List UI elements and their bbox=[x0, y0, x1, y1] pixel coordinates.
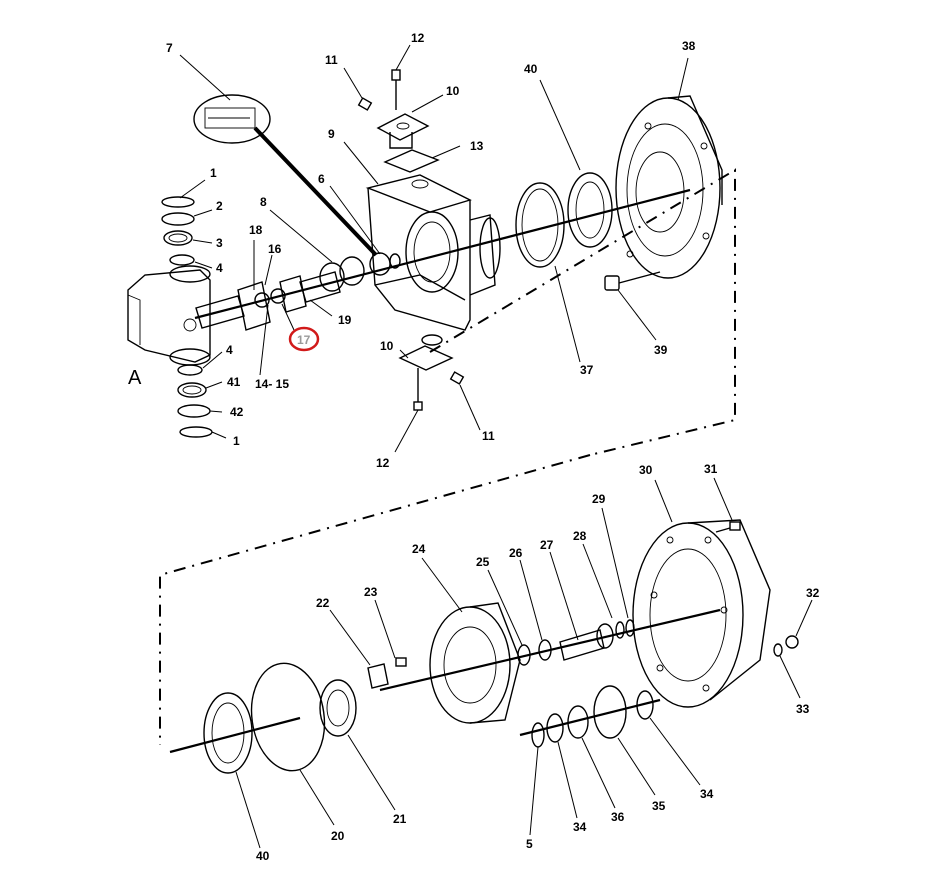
label-42: 42 bbox=[230, 405, 244, 419]
label-11-top: 11 bbox=[325, 53, 338, 67]
label-41: 41 bbox=[227, 375, 241, 389]
highlight-part-17: 17 bbox=[288, 326, 320, 352]
boundary-dash-top bbox=[429, 168, 736, 456]
top-bolt bbox=[391, 69, 401, 110]
boundary-dash-middle bbox=[159, 454, 591, 745]
bottom-grease-nipple bbox=[449, 371, 465, 385]
bearing-race bbox=[515, 182, 565, 268]
label-40-top: 40 bbox=[524, 62, 538, 76]
top-assembly bbox=[127, 44, 736, 745]
label-9: 9 bbox=[328, 127, 335, 141]
label-16: 16 bbox=[268, 242, 282, 256]
label-28: 28 bbox=[573, 529, 587, 543]
label-34-left: 34 bbox=[573, 820, 587, 834]
label-18: 18 bbox=[249, 223, 263, 237]
label-14-15: 14- 15 bbox=[255, 377, 289, 391]
label-12-bottom: 12 bbox=[376, 456, 390, 470]
leader-lines-bottom bbox=[235, 477, 813, 849]
label-3: 3 bbox=[216, 236, 223, 250]
ring-34b bbox=[636, 690, 654, 720]
wheel-stud bbox=[604, 271, 661, 291]
upper-bearing-stack bbox=[161, 196, 195, 266]
main-axis-line bbox=[194, 188, 691, 320]
nut-32 bbox=[785, 635, 799, 649]
lower-bearing bbox=[203, 692, 253, 774]
bottom-assembly bbox=[169, 477, 813, 849]
label-32: 32 bbox=[806, 586, 820, 600]
label-21: 21 bbox=[393, 812, 407, 826]
ring-gear-housing bbox=[632, 519, 771, 708]
label-20: 20 bbox=[331, 829, 345, 843]
label-31: 31 bbox=[704, 462, 718, 476]
lower-axis-line-2 bbox=[379, 608, 721, 692]
lock-plate bbox=[367, 657, 407, 689]
ring-28 bbox=[615, 621, 625, 639]
part-labels: A 7 11 12 10 40 38 9 13 6 1 2 3 4 8 18 1… bbox=[128, 31, 820, 863]
planet-carrier bbox=[429, 602, 521, 724]
label-1-bottom: 1 bbox=[233, 434, 240, 448]
label-38: 38 bbox=[682, 39, 696, 53]
label-36: 36 bbox=[611, 810, 625, 824]
top-grease-nipple bbox=[357, 97, 373, 111]
lower-axis-line-3 bbox=[519, 698, 661, 737]
bottom-bolt bbox=[413, 368, 423, 411]
snap-ring-25 bbox=[517, 644, 531, 666]
label-5: 5 bbox=[526, 837, 533, 851]
label-12-top: 12 bbox=[411, 31, 425, 45]
seal-ring-2 bbox=[389, 253, 401, 269]
label-35: 35 bbox=[652, 799, 666, 813]
o-ring bbox=[250, 662, 326, 772]
label-37: 37 bbox=[580, 363, 594, 377]
ring-34a bbox=[546, 713, 564, 743]
label-22: 22 bbox=[316, 596, 330, 610]
label-4-top: 4 bbox=[216, 261, 223, 275]
needle-bearing-36 bbox=[567, 705, 589, 739]
top-king-pin-cap bbox=[376, 113, 430, 149]
label-26: 26 bbox=[509, 546, 523, 560]
label-34-right: 34 bbox=[700, 787, 714, 801]
label-1-top: 1 bbox=[210, 166, 217, 180]
label-24: 24 bbox=[412, 542, 426, 556]
bottom-king-pin-cap bbox=[398, 334, 454, 371]
detail-callout-7 bbox=[193, 94, 378, 257]
housing-bolt bbox=[715, 521, 741, 533]
washer-33 bbox=[773, 643, 783, 657]
label-39: 39 bbox=[654, 343, 668, 357]
lower-bearing-stack bbox=[177, 364, 213, 438]
wheel-hub bbox=[615, 95, 723, 279]
sun-gear-shaft bbox=[559, 623, 614, 661]
label-19: 19 bbox=[338, 313, 352, 327]
label-6: 6 bbox=[318, 172, 325, 186]
steering-knuckle bbox=[365, 174, 501, 331]
taper-bearing bbox=[567, 172, 613, 248]
washer-26 bbox=[538, 639, 552, 661]
label-4-bottom: 4 bbox=[226, 343, 233, 357]
label-17: 17 bbox=[297, 333, 311, 347]
leader-lines-top bbox=[179, 44, 689, 453]
label-33: 33 bbox=[796, 702, 810, 716]
top-shim bbox=[383, 149, 440, 173]
label-29: 29 bbox=[592, 492, 606, 506]
label-assembly-a: A bbox=[128, 367, 142, 389]
label-10-bottom: 10 bbox=[380, 339, 394, 353]
snap-ring-5 bbox=[531, 722, 545, 748]
lock-nut bbox=[319, 679, 357, 737]
planet-gear-35 bbox=[593, 685, 627, 739]
label-30: 30 bbox=[639, 463, 653, 477]
label-27: 27 bbox=[540, 538, 554, 552]
label-23: 23 bbox=[364, 585, 378, 599]
label-8: 8 bbox=[260, 195, 267, 209]
label-25: 25 bbox=[476, 555, 490, 569]
label-7: 7 bbox=[166, 41, 173, 55]
lower-axis-line bbox=[169, 716, 301, 754]
label-40-bottom: 40 bbox=[256, 849, 270, 863]
label-13: 13 bbox=[470, 139, 484, 153]
label-2: 2 bbox=[216, 199, 223, 213]
label-10-top: 10 bbox=[446, 84, 460, 98]
label-11-bottom: 11 bbox=[482, 429, 495, 443]
